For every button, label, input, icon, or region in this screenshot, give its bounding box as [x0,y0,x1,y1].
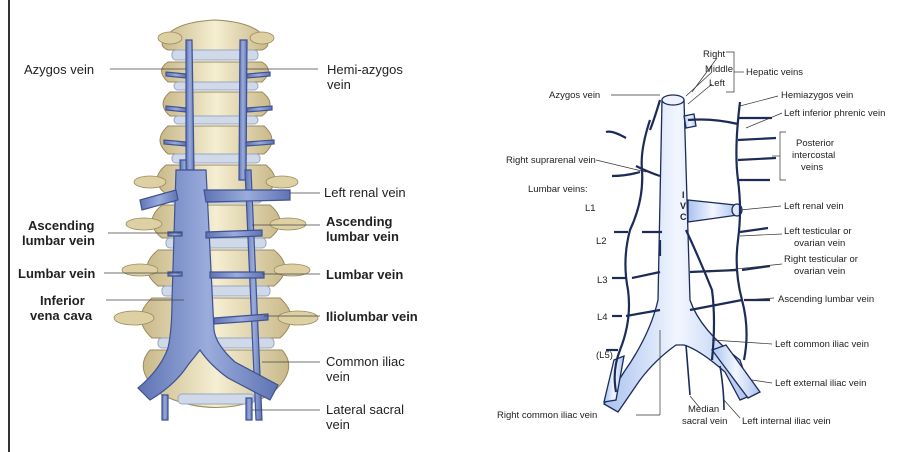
label-median-sacral-1: Median [688,404,719,415]
disc-3 [173,115,259,125]
label-median-sacral-2: sacral vein [682,416,727,427]
vertebra-7 [146,249,286,287]
label-common-iliac-2: vein [326,369,350,384]
sacrum-disc [177,393,255,405]
label-left-common-iliac: Left common iliac vein [775,339,869,350]
label-ivc-2: vena cava [30,308,93,323]
label-ascending-lumbar-right-1: Ascending [326,214,393,229]
label-lumbar-vein-left: Lumbar vein [18,266,95,281]
left-border-line [8,0,10,452]
right-leader-lines [595,51,786,419]
label-l4: L4 [597,312,608,323]
right-ascending-lumbars [605,99,777,411]
label-posterior-intercostal-3: veins [801,162,823,173]
label-ivc-1: Inferior [40,293,85,308]
hemiazygos-vein [238,39,248,181]
right-renal-vein [139,189,179,211]
label-hepatic-veins: Hepatic veins [746,67,803,78]
disc-1 [171,49,259,61]
label-lateral-sacral-1: Lateral sacral [326,402,404,417]
ivc-letter-v: V [680,201,686,211]
label-l1: L1 [585,203,596,214]
label-left-renal-schematic: Left renal vein [784,201,844,212]
label-hemiazygos-schematic: Hemiazygos vein [781,90,853,101]
lateral-sacral-vein [161,394,169,421]
label-left-external-iliac: Left external iliac vein [775,378,866,389]
vertebra-4 [159,125,273,155]
label-left-testicular-2: ovarian vein [794,238,845,249]
ivc-letter-c: C [680,212,687,222]
vertebra-2 [161,61,269,83]
left-renal-schematic [687,199,739,223]
label-common-iliac-1: Common iliac [326,354,405,369]
ivc-schematic [603,95,753,413]
left-veins [137,39,291,421]
label-lateral-sacral-2: vein [326,417,350,432]
disc-2 [173,81,259,91]
label-left-inferior-phrenic: Left inferior phrenic vein [784,108,885,119]
left-renal-vein [203,189,291,203]
label-posterior-intercostal-2: intercostal [792,150,835,161]
label-azygos-schematic: Azygos vein [549,90,600,101]
label-iliolumbar-vein: Iliolumbar vein [326,309,418,324]
label-right-common-iliac: Right common iliac vein [497,410,597,421]
inferior-vena-cava [137,169,279,401]
label-lumbar-vein-right: Lumbar vein [326,267,403,282]
label-right-testicular-2: ovarian vein [794,266,845,277]
label-ascending-lumbar-schematic: Ascending lumbar vein [778,294,874,305]
label-left-testicular-1: Left testicular or [784,226,852,237]
label-hemiazygos-2: vein [327,77,351,92]
label-posterior-intercostal-1: Posterior [796,138,834,149]
label-l3: L3 [597,275,608,286]
label-lumbar-veins: Lumbar veins: [528,184,588,195]
label-right-testicular-1: Right testicular or [784,254,858,265]
label-hepatic-middle: Middle [705,64,733,75]
label-right-suprarenal: Right suprarenal vein [506,155,596,166]
ivc-letter-i: I [682,190,685,200]
azygos-vein [185,39,195,171]
label-hepatic-left: Left [709,78,725,89]
label-hepatic-right: Right [703,49,726,60]
label-left-renal-vein: Left renal vein [324,185,406,200]
label-left-internal-iliac: Left internal iliac vein [742,416,831,427]
label-ascending-lumbar-left-1: Ascending [28,218,95,233]
label-ascending-lumbar-right-2: lumbar vein [326,229,399,244]
label-hemiazygos-1: Hemi-azygos [327,62,403,77]
left-leader-lines [104,68,320,411]
label-l2: L2 [596,236,607,247]
label-l5: (L5) [596,350,613,361]
right-veins [603,94,761,413]
vertebra-3 [162,91,271,117]
label-ascending-lumbar-left-2: lumbar vein [22,233,95,248]
label-azygos-vein: Azygos vein [24,62,94,77]
